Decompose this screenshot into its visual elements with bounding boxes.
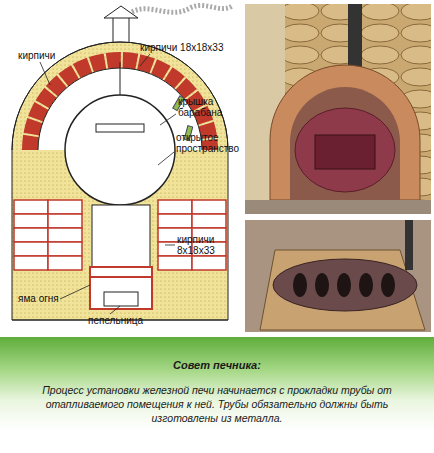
part-label: пепельница <box>88 315 168 326</box>
tip-band: Совет печника: Процесс установки железной… <box>0 337 434 453</box>
part-label: открытое пространство <box>176 132 240 154</box>
part-label: кирпичи <box>18 50 78 61</box>
part-label: яма огня <box>18 293 78 304</box>
tip-body: Процесс установки железной печи начинает… <box>18 383 416 425</box>
part-label: кирпичи 8x18x33 <box>177 234 235 256</box>
part-label: кирпичи 18x18x33 <box>140 42 236 53</box>
part-label: крышка барабана <box>178 96 234 118</box>
tip-heading: Совет печника: <box>18 359 416 371</box>
